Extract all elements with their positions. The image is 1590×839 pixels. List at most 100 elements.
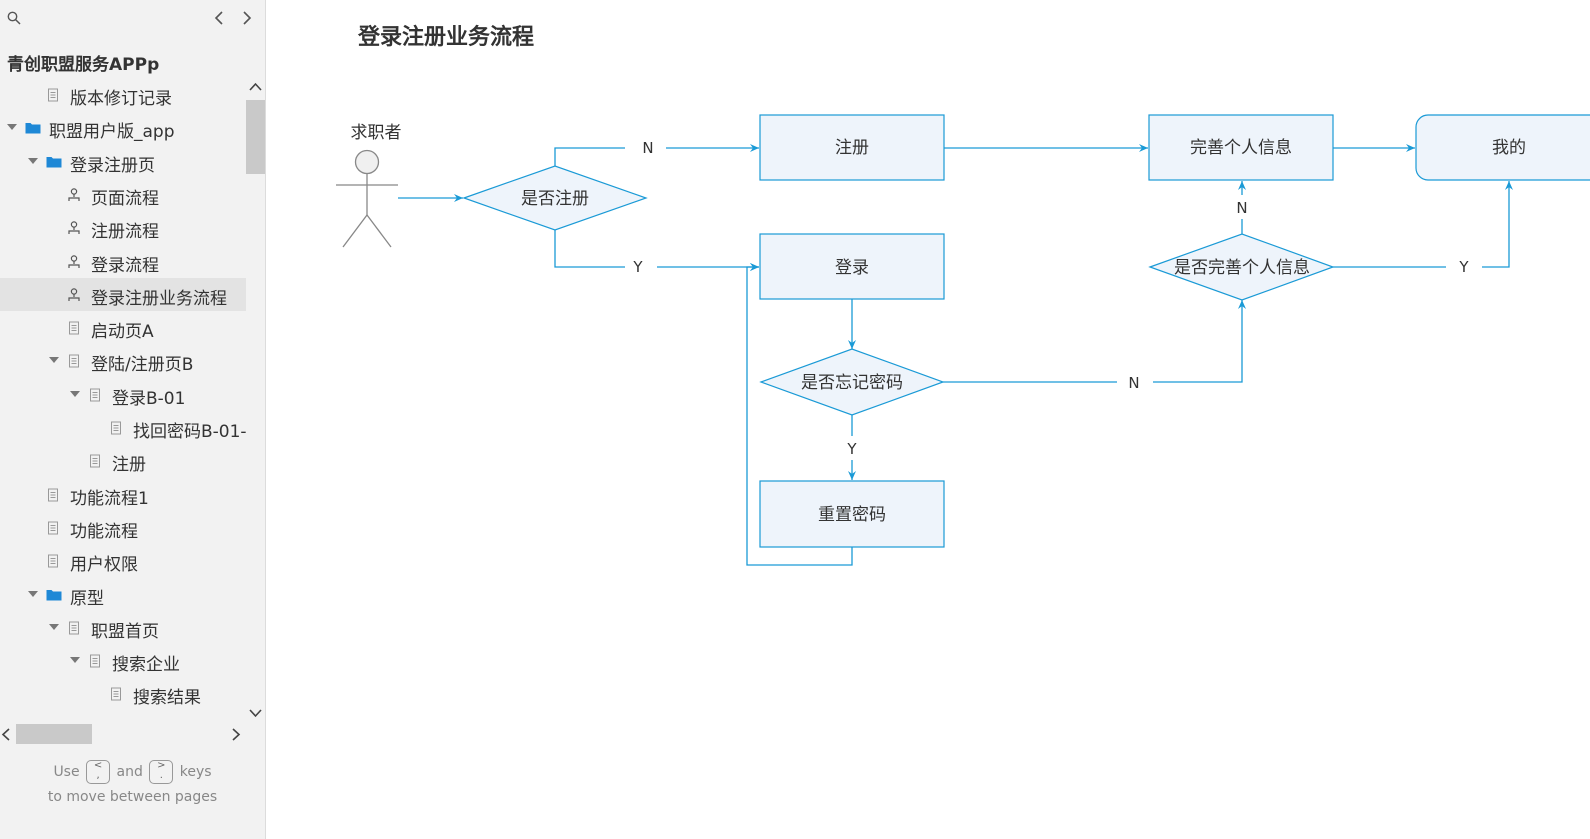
edge-label-n: N	[1236, 199, 1247, 217]
flow-icon	[67, 187, 81, 201]
scroll-left-icon[interactable]	[1, 728, 11, 741]
tree-item-label: 功能流程1	[70, 488, 149, 509]
tree-item-label: 注册流程	[91, 222, 159, 243]
main-content: 求职者 是否注册 注册 完善个人信息 我的 登录 是否完善个人信息 是否忘记密码…	[266, 0, 1590, 839]
process-reset-password	[759, 480, 945, 548]
page-icon	[67, 353, 81, 368]
scroll-up-icon[interactable]	[249, 82, 262, 92]
scroll-right-icon[interactable]	[231, 728, 241, 741]
tree-item-label: 注册	[112, 455, 146, 476]
tree-item[interactable]: 启动页A	[0, 311, 246, 344]
tree-item[interactable]: 页面流程	[0, 178, 246, 211]
process-complete-info-label: 完善个人信息	[1190, 138, 1292, 158]
expand-arrow-icon[interactable]	[7, 124, 17, 131]
page-icon	[46, 487, 60, 502]
tree-item-label: 登陆/注册页B	[91, 355, 194, 376]
page-icon	[46, 87, 60, 102]
page-icon	[88, 653, 102, 668]
flow-icon	[67, 254, 81, 268]
page-icon	[46, 520, 60, 535]
tree-horizontal-scrollbar[interactable]	[0, 723, 246, 745]
decision-registered-label: 是否注册	[521, 189, 589, 209]
decision-forgot-password	[759, 348, 945, 416]
tree-item[interactable]: 版本修订记录	[0, 78, 246, 111]
tree-item[interactable]: 登录B-01	[0, 378, 246, 411]
chevron-right-icon[interactable]	[241, 10, 253, 30]
tree-item[interactable]: 登录流程	[0, 245, 246, 278]
process-reset-password-label: 重置密码	[818, 505, 886, 525]
hint-line2: to move between pages	[47, 789, 218, 805]
tree-item[interactable]: 搜索	[0, 711, 246, 720]
tree-item[interactable]: 职盟用户版_app	[0, 111, 246, 144]
process-register	[759, 114, 945, 181]
tree-item-label: 搜索	[133, 717, 167, 720]
tree-item[interactable]: 功能流程	[0, 511, 246, 544]
process-complete-info	[1148, 114, 1334, 181]
tree-item-label: 登录注册业务流程	[91, 288, 227, 309]
tree-item-label: 登录注册页	[70, 155, 155, 176]
hint-and-text: and	[116, 764, 143, 780]
flow-icon	[67, 220, 81, 235]
tree-vertical-scrollbar[interactable]	[246, 80, 265, 720]
tree-item[interactable]: 搜索结果	[0, 677, 246, 710]
connector-reset-to-login	[746, 263, 853, 566]
expand-arrow-icon[interactable]	[70, 390, 80, 397]
expand-arrow-icon[interactable]	[49, 357, 59, 364]
tree-item-label: 功能流程	[70, 521, 138, 542]
tree-item[interactable]: 注册流程	[0, 211, 246, 244]
actor-label: 求职者	[351, 123, 402, 143]
tree-item[interactable]: 职盟首页	[0, 611, 246, 644]
page-icon	[88, 387, 102, 402]
expand-arrow-icon[interactable]	[28, 157, 38, 164]
prev-key-icon: <,	[86, 760, 111, 784]
page-tree: 版本修订记录职盟用户版_app 登录注册页页面流程注册流程登录流程登录注册业务流程…	[0, 78, 246, 720]
tree-item[interactable]: 找回密码B-01-1	[0, 411, 246, 444]
edge-label-n: N	[642, 139, 653, 157]
sidebar-toolbar	[0, 0, 265, 40]
tree-item-label: 用户权限	[70, 555, 138, 576]
page-title: 登录注册业务流程	[358, 25, 535, 50]
hint-keys-text: keys	[179, 764, 212, 780]
tree-item-label: 职盟用户版_app	[49, 122, 175, 143]
terminal-mine-label: 我的	[1492, 138, 1526, 158]
scrollbar-thumb[interactable]	[16, 724, 92, 744]
process-register-label: 注册	[835, 138, 869, 158]
tree-item[interactable]: 原型	[0, 578, 246, 611]
page-icon	[109, 686, 123, 701]
tree-item[interactable]: 搜索企业	[0, 644, 246, 677]
actor-figure-icon	[336, 149, 398, 248]
scroll-down-icon[interactable]	[249, 708, 262, 718]
tree-item-label: 启动页A	[91, 322, 154, 343]
search-icon[interactable]	[7, 10, 21, 29]
flow-diagram: 求职者 是否注册 注册 完善个人信息 我的 登录 是否完善个人信息 是否忘记密码…	[336, 114, 1590, 566]
tree-item-label: 登录B-01	[112, 388, 186, 409]
tree-item-label: 原型	[70, 588, 104, 609]
tree-item[interactable]: 登陆/注册页B	[0, 344, 246, 377]
tree-item[interactable]: 登录注册页	[0, 145, 246, 178]
connector-y-complete-b	[1482, 181, 1513, 268]
page-icon	[46, 553, 60, 568]
tree-item[interactable]: 功能流程1	[0, 478, 246, 511]
expand-arrow-icon[interactable]	[70, 657, 80, 664]
folder-icon	[46, 154, 62, 168]
tree-item[interactable]: 用户权限	[0, 544, 246, 577]
connector-n-registered-a	[554, 147, 625, 166]
expand-arrow-icon[interactable]	[28, 590, 38, 597]
scrollbar-thumb[interactable]	[246, 100, 265, 174]
edge-label-y: Y	[1458, 258, 1469, 276]
page-icon	[88, 453, 102, 468]
project-title: 青创职盟服务APPp	[7, 55, 160, 75]
decision-registered	[462, 165, 648, 231]
tree-item-label: 页面流程	[91, 188, 159, 209]
decision-complete-info-label: 是否完善个人信息	[1174, 258, 1310, 278]
folder-icon	[46, 587, 62, 601]
sidebar: 青创职盟服务APPp 版本修订记录职盟用户版_app 登录注册页页面流程注册流程登…	[0, 0, 266, 839]
tree-item-label: 搜索结果	[133, 688, 201, 709]
tree-item-label: 版本修订记录	[70, 89, 172, 109]
expand-arrow-icon[interactable]	[49, 623, 59, 630]
tree-item-label: 登录流程	[91, 255, 159, 276]
tree-item[interactable]: 登录注册业务流程	[0, 277, 246, 311]
chevron-left-icon[interactable]	[213, 10, 225, 30]
tree-item[interactable]: 注册	[0, 444, 246, 477]
flow-icon	[67, 287, 81, 301]
